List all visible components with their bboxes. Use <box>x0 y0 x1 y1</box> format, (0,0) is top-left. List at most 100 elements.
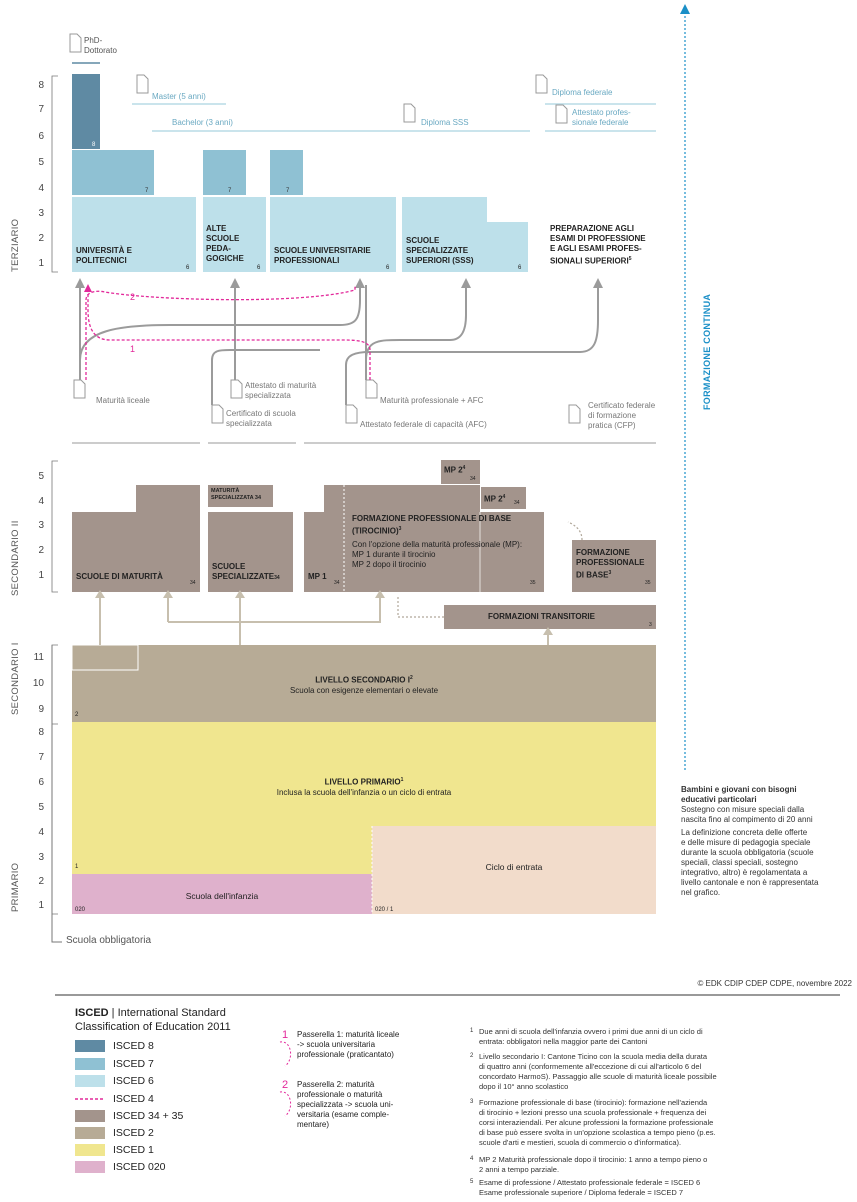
primary-title: LIVELLO PRIMARIO <box>324 777 401 787</box>
axis-num: 5 <box>38 802 44 813</box>
passerella-line: Passerella 1: maturità liceale <box>297 1030 400 1039</box>
code-020: 020 <box>75 907 86 913</box>
cert-line: specializzata <box>245 391 291 400</box>
side-label-primario: PRIMARIO <box>10 862 21 912</box>
code-34: 34 <box>274 575 280 581</box>
footnote-line: scuole d'arti e mestieri, scuola di comm… <box>479 1138 682 1147</box>
primary-subtitle: Inclusa la scuola dell'infanzia o un cic… <box>276 787 452 797</box>
mat-spec-line: MATURITÀ <box>211 488 240 494</box>
passerella-1-marker: 1 <box>130 344 136 354</box>
maturita-block <box>72 485 200 592</box>
footnote-line: Formazione professionale di base (tiroci… <box>479 1098 708 1107</box>
secondary1-block <box>72 645 656 722</box>
sss-block <box>402 197 528 272</box>
phd-line: Dottorato <box>84 46 117 55</box>
footnote-line: concordato HarmoS). Passaggio alle scuol… <box>479 1072 717 1081</box>
certificato-scuola-cert: Certificato di scuola specializzata <box>226 409 296 429</box>
code-020-1: 020 / 1 <box>375 907 394 913</box>
mp2-text: MP 2 <box>484 494 503 504</box>
primary-text: LIVELLO PRIMARIO1 Inclusa la scuola dell… <box>72 775 656 798</box>
axis-num: 11 <box>33 652 44 663</box>
code-6: 6 <box>518 265 522 271</box>
code-1: 1 <box>75 864 79 870</box>
code-34: 34 <box>470 476 476 482</box>
code-34: 34 <box>254 495 262 501</box>
mp1-label: MP 1 <box>308 572 327 581</box>
passerella-line: versitaria (esame comple- <box>297 1110 390 1119</box>
mp2-text: MP 2 <box>444 465 463 475</box>
code-3: 3 <box>649 622 652 628</box>
secondary1-subtitle: Scuola con esigenze elementari o elevate <box>289 685 439 695</box>
axis-num: 7 <box>38 104 44 115</box>
axis-num: 4 <box>38 496 44 507</box>
sup-6-block <box>270 197 396 272</box>
footnote-line: corsi interaziendali. Per alcune profess… <box>479 1118 714 1127</box>
legend-item-isced7: ISCED 7 <box>113 1058 154 1070</box>
axis-num: 9 <box>38 704 44 715</box>
footnote-number: 4 <box>470 1156 474 1162</box>
asp-line: PEDA- <box>206 244 231 253</box>
bachelor-label: Bachelor (3 anni) <box>172 118 233 127</box>
phd-label: PhD- Dottorato <box>84 36 117 56</box>
bisogni-text: e delle misure di pedagogia speciale <box>681 838 811 847</box>
footnote-line: Due anni di scuola dell'infanzia ovvero … <box>479 1027 703 1036</box>
code-35: 35 <box>530 580 536 586</box>
diploma-sss-label: Diploma SSS <box>421 118 469 127</box>
footnote-3: 3 Formazione professionale di base (tiro… <box>470 1098 839 1148</box>
bisogni-text: integrativo, altro) è regolamentata a <box>681 868 808 877</box>
sup-7-block <box>270 150 303 195</box>
passerella-line: Passerella 2: maturità <box>297 1080 375 1089</box>
uni-7-block <box>72 150 154 195</box>
attestato-maturita-cert: Attestato di maturità specializzata <box>245 381 316 401</box>
passerella-1-num: 1 <box>282 1029 289 1041</box>
passerella-line: specializzata -> scuola uni- <box>297 1100 394 1109</box>
sup-label: SCUOLE UNIVERSITARIE PROFESSIONALI <box>274 246 371 266</box>
bisogni-text: nascita fino al compimento di 20 anni <box>681 815 813 824</box>
sup-line: PROFESSIONALI <box>274 256 340 265</box>
transitorie-block <box>444 605 656 629</box>
legend-item-isced020: ISCED 020 <box>113 1161 166 1173</box>
footnote-ref: 4 <box>462 465 466 471</box>
legend-item-isced34: ISCED 34 + 35 <box>113 1110 184 1122</box>
formazione-continua-label: FORMAZIONE CONTINUA <box>702 293 712 410</box>
bisogni-title: Bambini e giovani con bisogni <box>681 785 797 794</box>
fpb-line: FORMAZIONE PROFESSIONALE DI BASE <box>352 514 512 523</box>
cfp-cert: Certificato federale di formazione prati… <box>588 401 655 431</box>
fp-block <box>572 540 656 592</box>
bisogni-educativi-block: Bambini e giovani con bisogni educativi … <box>681 785 851 898</box>
mp2-mid-block <box>481 487 526 509</box>
axis-num: 4 <box>38 183 44 194</box>
fpb-line: MP 1 durante il tirocinio <box>352 549 436 559</box>
fpb-label: FORMAZIONE PROFESSIONALE DI BASE (TIROCI… <box>352 514 522 570</box>
footnote-line: Esame professionale superiore / Diploma … <box>479 1188 684 1197</box>
bisogni-text: speciali, classi speciali, sostegno <box>681 858 798 867</box>
spec-block <box>208 512 293 592</box>
preparazione-label: PREPARAZIONE AGLI ESAMI DI PROFESSIONE E… <box>550 224 646 267</box>
code-6: 6 <box>257 265 261 271</box>
footnote-ref: 2 <box>409 675 413 681</box>
code-8: 8 <box>92 142 96 148</box>
asp-line: ALTE <box>206 224 227 233</box>
passerella-2-num: 2 <box>282 1079 289 1091</box>
fpb-line: (TIROCINIO) <box>352 526 399 536</box>
footnote-line: MP 2 Maturità professionale dopo il tiro… <box>479 1155 708 1164</box>
footnote-2: 2 Livello secondario I: Cantone Ticino c… <box>470 1052 839 1092</box>
attestato-prof-line: Attestato profes- <box>572 108 631 117</box>
passerella-line: professionale (praticantato) <box>297 1050 394 1059</box>
bisogni-title: educativi particolari <box>681 795 757 804</box>
scuola-obbligatoria-label: Scuola obbligatoria <box>66 935 152 946</box>
footnote-ref: 3 <box>608 570 612 576</box>
sss-line: SCUOLE <box>406 236 440 245</box>
side-label-secondario2: SECONDARIO II <box>10 520 21 596</box>
universita-label: UNIVERSITÀ E POLITECNICI <box>76 246 132 266</box>
axis-num: 5 <box>38 471 44 482</box>
ciclo-entrata-label: Ciclo di entrata <box>485 862 543 872</box>
mat-spec-line: SPECIALIZZATA <box>211 495 254 501</box>
cert-line: specializzata <box>226 419 272 428</box>
fpb-line: MP 2 dopo il tirocinio <box>352 559 427 569</box>
sup-line: SCUOLE UNIVERSITARIE <box>274 246 371 255</box>
axis-num: 3 <box>38 852 44 863</box>
fp-line: DI BASE <box>576 570 609 580</box>
isced8-block <box>72 74 100 149</box>
ciclo-entrata-block <box>372 826 656 914</box>
